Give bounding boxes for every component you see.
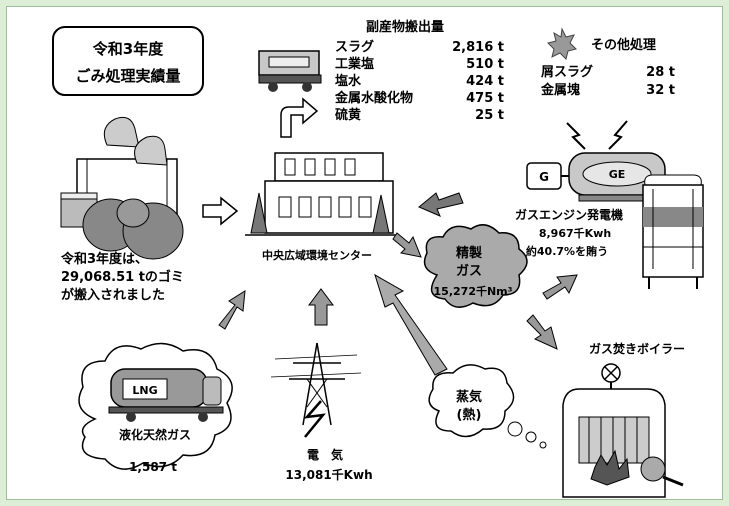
gas-to-boiler-arrow	[526, 314, 558, 350]
gas-out-arrow	[392, 232, 422, 258]
gas-engine-coverage: 約40.7%を賄う	[526, 244, 608, 258]
waste-flow-diagram: 令和3年度 ごみ処理実績量 副産物搬出量 スラグ 2,816 t 工業塩 510…	[52, 19, 704, 498]
byproduct-value-2: 510 t	[466, 57, 504, 72]
garbage-pile-icon	[60, 116, 184, 260]
lng-name: 液化天然ガス	[119, 427, 191, 442]
steam-cloud: 蒸気 (熱)	[428, 364, 547, 449]
byproduct-name-3: 塩水	[335, 73, 362, 89]
byproduct-value-4: 475 t	[466, 91, 504, 106]
waste-in-arrow	[202, 196, 239, 226]
other-name-1: 屑スラグ	[541, 64, 593, 80]
gas-engine-generator-icon: G GE	[526, 120, 666, 202]
center-label: 中央広域環境センター	[262, 248, 372, 262]
gas-engine-text: ガスエンジン発電機 8,967千Kwh 約40.7%を賄う	[515, 207, 623, 258]
title-line-1: 令和3年度	[93, 40, 164, 58]
steam-return-arrow	[374, 273, 448, 376]
power-tower-icon	[270, 342, 362, 438]
refined-gas-line-2: ガス	[456, 264, 482, 279]
byproduct-value-1: 2,816 t	[452, 40, 504, 55]
byproduct-value-3: 424 t	[466, 74, 504, 89]
steam-line-2: (熱)	[457, 407, 482, 423]
waste-note: 令和3年度は、 29,068.51 tのゴミ が搬入されました	[61, 251, 184, 303]
lng-cloud: LNG 液化天然ガス 1,587 t	[78, 342, 233, 474]
electricity-label: 電 気	[307, 447, 343, 462]
other-heading: その他処理	[591, 37, 656, 53]
gas-tank-icon	[642, 174, 704, 289]
byproduct-arrow	[280, 97, 319, 138]
other-name-2: 金属塊	[540, 82, 580, 98]
star-icon	[547, 27, 577, 60]
waste-note-line-1: 令和3年度は、	[61, 251, 148, 267]
other-value-2: 32 t	[646, 83, 675, 98]
byproducts-list: 副産物搬出量 スラグ 2,816 t 工業塩 510 t 塩水 424 t 金属…	[334, 19, 504, 123]
truck-icon	[258, 50, 322, 92]
diagram-panel: 令和3年度 ごみ処理実績量 副産物搬出量 スラグ 2,816 t 工業塩 510…	[6, 6, 723, 500]
refined-gas-cloud: 精製 ガス 15,272千Nm³	[423, 224, 528, 308]
boiler-label: ガス焚きボイラー	[589, 341, 685, 356]
gas-engine-title: ガスエンジン発電機	[515, 207, 623, 222]
other-value-1: 28 t	[646, 65, 675, 80]
refined-gas-line-1: 精製	[456, 245, 482, 261]
gas-boiler-icon: ガス焚きボイラー	[562, 341, 685, 498]
gas-engine-output: 8,967千Kwh	[539, 226, 611, 240]
steam-line-1: 蒸気	[456, 389, 482, 405]
electricity-amount: 13,081千Kwh	[285, 467, 372, 482]
lng-amount: 1,587 t	[129, 460, 177, 474]
byproduct-value-5: 25 t	[475, 108, 504, 123]
lng-in-arrow	[218, 290, 246, 330]
environment-center-building	[245, 152, 399, 236]
waste-note-line-2: 29,068.51 tのゴミ	[61, 269, 184, 285]
generator-ge-label: GE	[609, 168, 626, 181]
other-processing: その他処理 屑スラグ 28 t 金属塊 32 t	[540, 27, 675, 98]
generator-g-label: G	[539, 170, 549, 184]
power-return-arrow	[418, 192, 464, 217]
byproducts-heading: 副産物搬出量	[366, 19, 444, 35]
title-box: 令和3年度 ごみ処理実績量	[52, 26, 204, 96]
lng-tank-label: LNG	[132, 384, 157, 397]
title-line-2: ごみ処理実績量	[75, 67, 180, 85]
gas-to-generator-arrow	[542, 274, 578, 300]
byproduct-name-4: 金属水酸化物	[334, 90, 413, 106]
electricity-in-arrow	[308, 288, 334, 326]
byproduct-name-5: 硫黄	[335, 107, 361, 123]
waste-note-line-3: が搬入されました	[61, 287, 165, 303]
byproduct-name-2: 工業塩	[335, 56, 374, 72]
refined-gas-amount: 15,272千Nm³	[434, 284, 513, 298]
byproduct-name-1: スラグ	[335, 39, 374, 55]
